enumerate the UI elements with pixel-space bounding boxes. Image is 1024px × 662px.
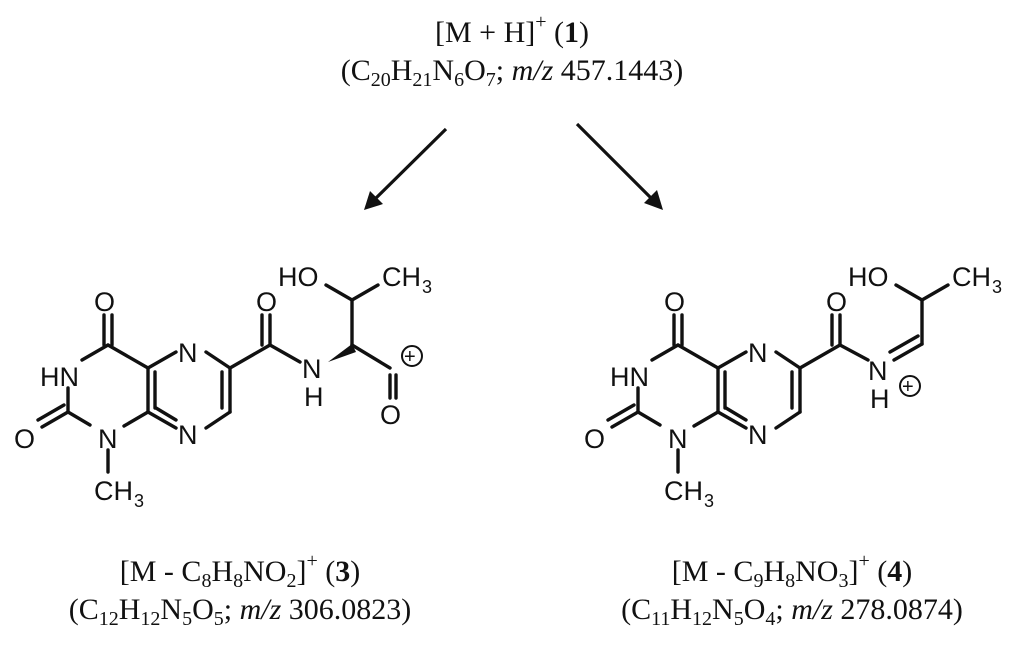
caption-1-ion: [M + H] (434, 16, 536, 49)
caption-3-line-1: [M - C8H8NO2]+ (3) (119, 550, 361, 592)
left-atom-ch-subscript: 3 (134, 491, 144, 511)
caption-4-o-count: 4 (765, 608, 776, 630)
caption-1-line-1: [M + H]+ (1) (434, 11, 590, 49)
caption-4-loss-h: 8 (785, 570, 796, 592)
caption-4-line-2: (C11H12N5O4; m/z 278.0874) (621, 593, 963, 630)
left-atom-ch-methyl-subscript: 3 (422, 277, 432, 297)
left-atom-ho: HO (278, 262, 319, 292)
left-atom-o-left: O (14, 424, 35, 454)
caption-3-charge: + (306, 550, 318, 572)
caption-1-mz-value: 457.1443 (560, 54, 674, 87)
structure-fragment-4 (606, 283, 950, 474)
caption-1-h-count: 21 (412, 69, 433, 91)
right-atom-o-top: O (664, 287, 685, 317)
right-atom-n-imine: N (868, 356, 888, 386)
right-charge-plus: + (902, 376, 914, 398)
arrow-right (575, 122, 663, 210)
right-charge-circle (899, 375, 921, 397)
caption-4-n-count: 5 (733, 608, 744, 630)
left-atom-ch: CH (94, 476, 133, 506)
caption-3-h-count: 12 (140, 608, 161, 630)
caption-4-charge: + (858, 550, 870, 572)
right-atom-n-methyl: N (668, 424, 688, 454)
left-charge-circle (401, 345, 423, 367)
right-atom-ch-methyl-subscript: 3 (992, 277, 1002, 297)
caption-1-o-count: 7 (485, 69, 496, 91)
caption-3-c-count: 12 (98, 608, 119, 630)
caption-4-loss-o: 3 (838, 570, 849, 592)
caption-3-loss-h: 8 (233, 570, 244, 592)
caption-4-h-count: 12 (692, 608, 713, 630)
structure-fragment-3 (36, 283, 398, 474)
caption-3-o-count: 5 (213, 608, 224, 630)
right-atom-n-pyrazine-bottom: N (748, 420, 768, 450)
caption-3-line-2: (C12H12N5O5; m/z 306.0823) (68, 593, 412, 630)
right-atom-n-pyrazine-top: N (748, 338, 768, 368)
caption-3-n-count: 5 (182, 608, 193, 630)
caption-3-loss-c: 8 (201, 570, 212, 592)
caption-4-c-count: 11 (651, 608, 671, 630)
caption-4-loss-no: NO (795, 555, 839, 588)
caption-4-loss-c: 9 (753, 570, 764, 592)
caption-3-loss-no: NO (243, 555, 287, 588)
caption-1-n-count: 6 (454, 69, 465, 91)
caption-compound-3: [M - C8H8NO2]+ (3) (C12H12N5O5; m/z 306.… (30, 550, 450, 630)
caption-3-mz-label: m/z (239, 593, 282, 626)
right-atom-o-amide: O (826, 287, 847, 317)
caption-1-number: 1 (564, 16, 580, 49)
left-atom-o-top: O (94, 287, 115, 317)
caption-compound-1: [M + H]+ (1) (C20H21N6O7; m/z 457.1443) (312, 11, 712, 91)
right-atom-h-imine: H (870, 384, 890, 414)
caption-1-line-2: (C20H21N6O7; m/z 457.1443) (340, 54, 684, 91)
caption-3-loss-o: 2 (286, 570, 297, 592)
caption-3-mz-value: 306.0823 (288, 593, 402, 626)
caption-3-prefix: [M - C (119, 555, 202, 588)
right-atom-hn: HN (610, 362, 649, 392)
caption-4-line-1: [M - C9H8NO3]+ (4) (671, 550, 913, 592)
arrow-left (364, 127, 448, 210)
left-atom-ch-methyl: CH (382, 262, 421, 292)
right-atom-o-left: O (584, 424, 605, 454)
caption-1-charge: + (535, 11, 547, 33)
caption-4-number: 4 (887, 555, 903, 588)
caption-compound-4: [M - C9H8NO3]+ (4) (C11H12N5O4; m/z 278.… (582, 550, 1002, 630)
left-atom-o-acylium: O (380, 400, 401, 430)
caption-3-number: 3 (335, 555, 351, 588)
right-atom-ch: CH (664, 476, 703, 506)
left-atom-h-amide: H (304, 382, 324, 412)
right-atom-ch-subscript: 3 (704, 491, 714, 511)
left-atom-hn: HN (40, 362, 79, 392)
left-atom-n-methyl: N (98, 424, 118, 454)
caption-1-mz-label: m/z (511, 54, 554, 87)
caption-1-c-count: 20 (370, 69, 391, 91)
caption-4-mz-label: m/z (791, 593, 833, 626)
left-atom-n-pyrazine-top: N (178, 338, 198, 368)
left-charge-plus: + (404, 346, 416, 368)
right-atom-ho: HO (848, 262, 889, 292)
caption-4-mz-value: 278.0874 (840, 593, 953, 626)
caption-4-prefix: [M - C (671, 555, 754, 588)
left-atom-n-amide: N (302, 354, 322, 384)
left-atom-n-pyrazine-bottom: N (178, 420, 198, 450)
left-atom-o-amide: O (256, 287, 277, 317)
right-atom-ch-methyl: CH (952, 262, 991, 292)
